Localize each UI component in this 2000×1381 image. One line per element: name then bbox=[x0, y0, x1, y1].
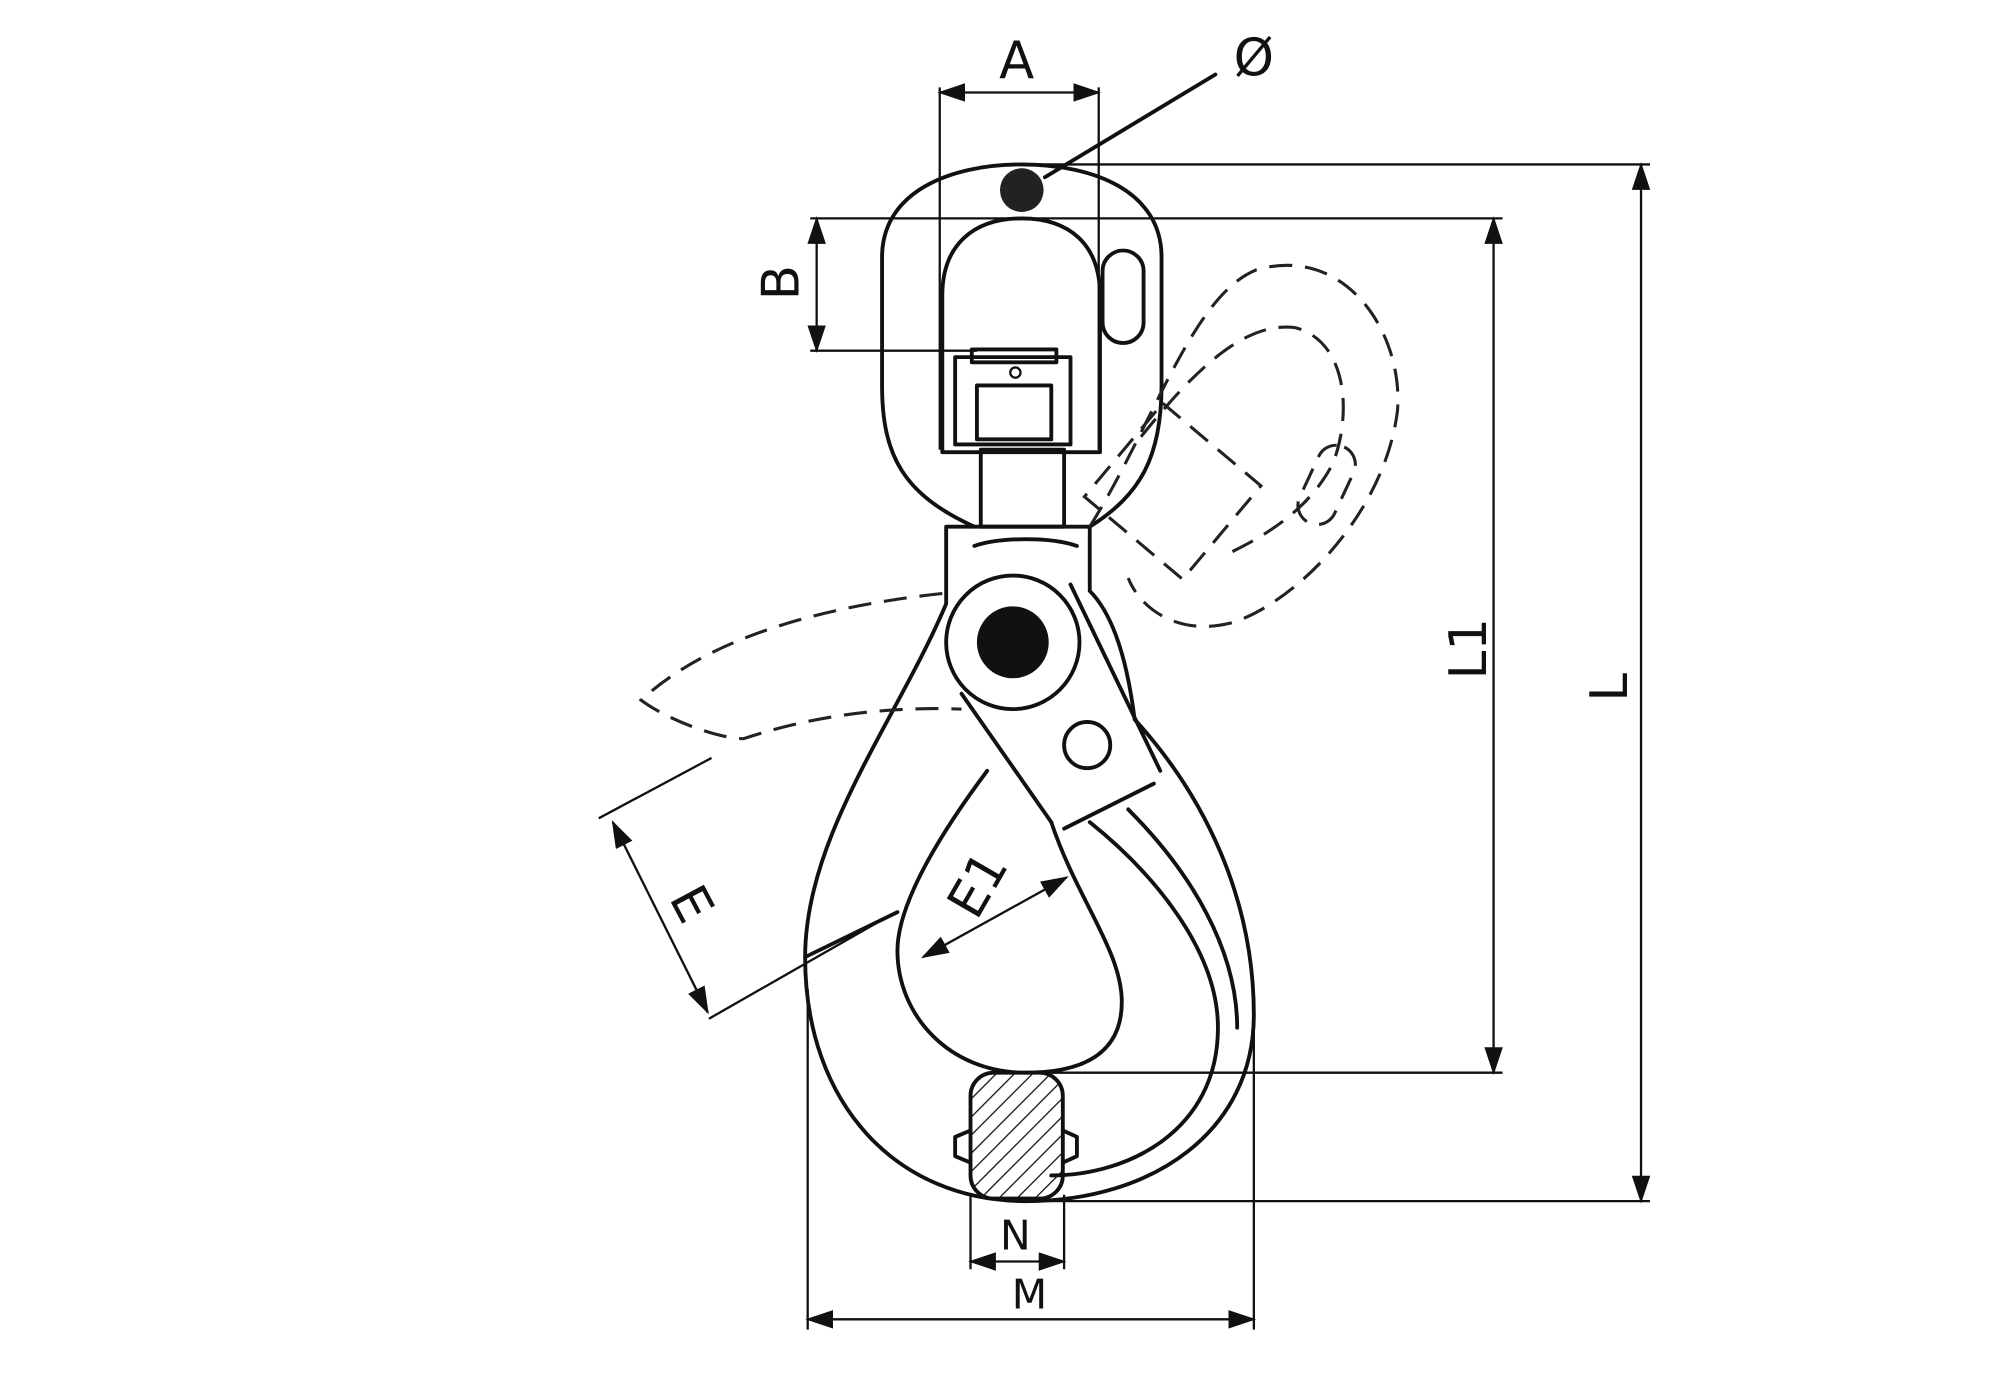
label-n: N bbox=[1000, 1211, 1031, 1259]
label-b: B bbox=[752, 265, 812, 300]
label-l1: L1 bbox=[1439, 618, 1499, 679]
pivot-pin bbox=[944, 573, 1082, 712]
swivel-eye bbox=[880, 162, 1164, 529]
label-l: L bbox=[1580, 673, 1640, 702]
label-m: M bbox=[1012, 1270, 1047, 1318]
cross-section bbox=[953, 1070, 1079, 1201]
alternate-position-outline bbox=[638, 263, 1400, 741]
label-a: A bbox=[999, 31, 1034, 91]
label-e: E bbox=[657, 876, 725, 933]
label-e1: E1 bbox=[936, 842, 1020, 928]
dimension-lines bbox=[598, 72, 1651, 1330]
label-diameter: Ø bbox=[1234, 29, 1274, 89]
ball-icon bbox=[1000, 168, 1044, 212]
